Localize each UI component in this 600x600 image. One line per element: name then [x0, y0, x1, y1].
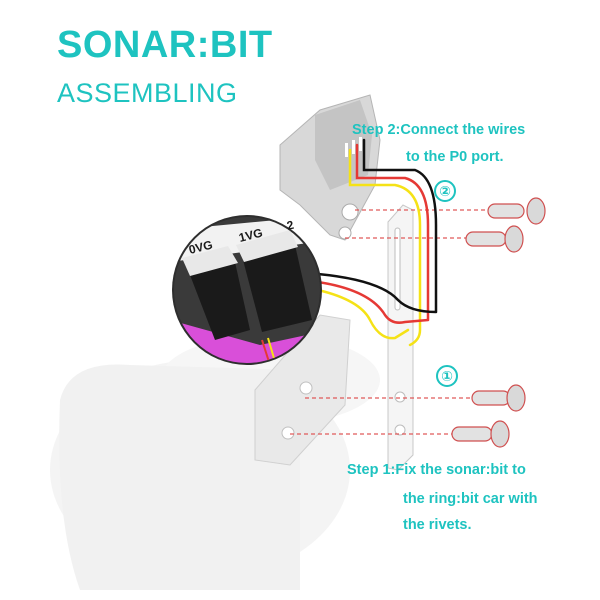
rivet-3[interactable] — [471, 384, 526, 412]
step-1-line-3: the rivets. — [403, 517, 472, 533]
rivet-2[interactable] — [465, 225, 524, 253]
step-1-text-1: Fix the sonar:bit to — [395, 462, 526, 478]
step-2-prefix: Step 2: — [352, 122, 401, 138]
step-2-line-2: to the P0 port. — [406, 149, 504, 165]
step-2-line-1: Step 2:Connect the wires — [352, 123, 525, 138]
bracket-plate-left — [254, 314, 351, 466]
step-2-text-1: Connect the wires — [400, 122, 526, 138]
page-title: SONAR:BIT — [57, 24, 273, 66]
step-1-line-1: Step 1:Fix the sonar:bit to — [347, 463, 526, 478]
alignment-lines — [290, 209, 490, 435]
wires — [316, 138, 438, 347]
port-zoom-inset: 0VG 1VG 2 — [172, 215, 322, 365]
vertical-bracket — [387, 204, 414, 471]
step-1-prefix: Step 1: — [347, 462, 396, 478]
step-1-line-2: the ring:bit car with — [403, 491, 538, 507]
rivet-1[interactable] — [487, 197, 546, 225]
port-label-2: 2 — [285, 218, 295, 233]
step-1-number: ① — [436, 365, 458, 387]
port-label-0: 0VG — [187, 238, 214, 257]
page-subtitle: ASSEMBLING — [57, 78, 238, 108]
port-label-1: 1VG — [237, 226, 264, 245]
rivet-4[interactable] — [451, 420, 510, 448]
step-2-number: ② — [434, 180, 456, 202]
